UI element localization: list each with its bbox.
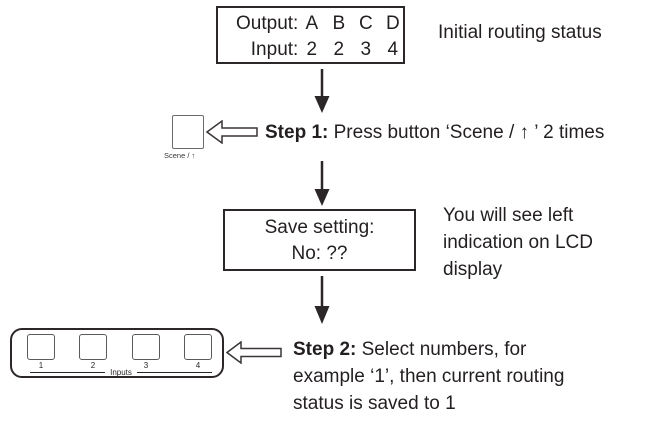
scene-button-label: Scene / ↑ — [164, 151, 196, 160]
input-d: 4 — [387, 39, 399, 60]
input-button-3 — [132, 334, 160, 360]
step2-line3: status is saved to 1 — [293, 393, 456, 414]
output-a: A — [305, 13, 319, 34]
save-setting-line1: Save setting: — [264, 217, 375, 238]
lcd-initial-routing-box: Output: A B C D Input: 2 2 3 4 — [216, 6, 405, 64]
input-button-3-number: 3 — [143, 361, 149, 370]
lcd-initial-routing-text: Output: A B C D Input: 2 2 3 4 — [218, 8, 403, 63]
input-c: 3 — [360, 39, 372, 60]
save-setting-line2: No: ?? — [291, 243, 348, 264]
input-b: 2 — [333, 39, 345, 60]
input-row-label: Input: — [250, 39, 299, 60]
down-arrow-icon — [314, 276, 330, 324]
step2-line2: example ‘1’, then current routing — [293, 366, 565, 387]
up-arrow-glyph: ↑ — [519, 122, 530, 143]
output-d: D — [385, 13, 400, 34]
input-button-2 — [79, 334, 107, 360]
down-arrow-icon — [314, 161, 330, 206]
input-a: 2 — [306, 39, 318, 60]
input-button-4-number: 4 — [195, 361, 201, 370]
input-button-1-number: 1 — [38, 361, 44, 370]
input-button-2-group: 2 — [79, 334, 107, 370]
down-arrow-icon — [314, 69, 330, 113]
step2-line1-rest: Select numbers, for — [356, 339, 527, 360]
scene-button — [172, 115, 204, 149]
inputs-group-label-row: Inputs — [30, 368, 213, 377]
caption-line: You will see left — [443, 205, 574, 226]
left-block-arrow-icon — [206, 120, 258, 144]
output-row-label: Output: — [236, 13, 299, 34]
lcd-save-setting-box: Save setting: No: ?? — [223, 209, 416, 271]
step1-label: Step 1: — [265, 122, 329, 143]
output-b: B — [332, 13, 346, 34]
inputs-label-line-right — [136, 372, 213, 373]
input-button-3-group: 3 — [132, 334, 160, 370]
initial-routing-caption: Initial routing status — [438, 22, 602, 43]
inputs-button-panel: 1 2 3 4 Inputs — [10, 328, 224, 378]
inputs-group-label: Inputs — [110, 368, 132, 377]
step1-text: Step 1: Press button ‘Scene / ↑ ’ 2 time… — [265, 119, 604, 146]
step1-text-post: ’ 2 times — [529, 122, 605, 143]
caption-line: display — [443, 259, 503, 280]
left-block-arrow-icon — [226, 341, 282, 364]
step2-label: Step 2: — [293, 339, 357, 360]
lcd-indication-caption: You will see left indication on LCD disp… — [443, 202, 593, 283]
input-button-4-group: 4 — [184, 334, 212, 370]
input-button-4 — [184, 334, 212, 360]
step2-text: Step 2: Select numbers, for example ‘1’,… — [293, 336, 564, 417]
input-button-1 — [27, 334, 55, 360]
inputs-label-line-left — [30, 372, 106, 373]
input-button-1-group: 1 — [27, 334, 55, 370]
input-button-2-number: 2 — [90, 361, 96, 370]
step1-text-pre: Press button ‘Scene / — [328, 122, 520, 143]
caption-line: indication on LCD — [443, 232, 593, 253]
output-c: C — [358, 13, 373, 34]
